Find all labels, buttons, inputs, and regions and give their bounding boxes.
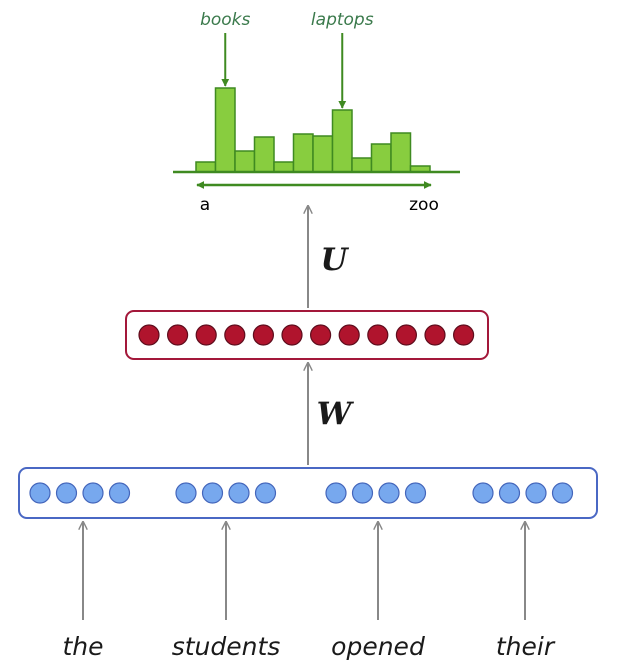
- hidden-neuron: [138, 324, 160, 346]
- axis-end-label: zoo: [409, 195, 439, 215]
- input-neuron: [108, 482, 131, 504]
- input-neuron: [201, 482, 224, 504]
- input-neuron: [228, 482, 250, 504]
- hidden-neuron: [424, 324, 446, 346]
- histogram-bar: [292, 133, 314, 173]
- histogram-bar: [312, 135, 334, 173]
- input-neuron: [351, 482, 374, 504]
- hidden-neuron: [224, 324, 246, 346]
- input-words: the students opened their: [62, 632, 555, 661]
- hidden-neuron: [367, 324, 389, 346]
- callout-label: laptops: [311, 10, 374, 30]
- hidden-layer: [125, 310, 489, 360]
- histogram-bar: [351, 157, 373, 173]
- hidden-neuron: [310, 324, 332, 346]
- hidden-neuron: [195, 324, 217, 346]
- input-neuron: [175, 482, 197, 504]
- input-layer-box: [18, 467, 598, 519]
- word-arrows: [83, 522, 525, 620]
- hidden-neuron: [395, 324, 417, 346]
- histogram-bars: [195, 87, 431, 173]
- hidden-neurons: [138, 324, 475, 346]
- input-neuron: [29, 482, 51, 504]
- hidden-neuron: [338, 324, 360, 346]
- histogram-bar: [195, 161, 217, 173]
- histogram-callouts: books laptops: [200, 10, 374, 109]
- input-neuron: [472, 482, 494, 504]
- word-opened: opened: [331, 632, 425, 661]
- word-students: students: [172, 632, 281, 661]
- word-the: the: [62, 632, 103, 661]
- hidden-layer-box: [125, 310, 489, 360]
- hidden-neuron: [167, 324, 189, 346]
- input-neuron: [551, 482, 574, 504]
- output-distribution-histogram: a zoo books laptops: [173, 10, 460, 215]
- input-neuron: [378, 482, 400, 504]
- input-neuron: [325, 482, 347, 504]
- histogram-bar: [370, 143, 392, 173]
- input-neuron: [254, 482, 277, 504]
- hidden-neuron: [453, 324, 475, 346]
- input-layer: [18, 467, 598, 519]
- input-neuron: [498, 482, 521, 504]
- input-neurons: [29, 482, 574, 504]
- matrix-w-label: W: [317, 396, 355, 432]
- hidden-neuron: [281, 324, 303, 346]
- histogram-bar: [331, 109, 353, 173]
- input-neuron: [55, 482, 78, 504]
- input-neuron: [525, 482, 547, 504]
- word-their: their: [496, 632, 556, 661]
- histogram-bar: [234, 150, 256, 173]
- axis-start-label: a: [200, 195, 210, 215]
- input-neuron: [82, 482, 104, 504]
- input-neuron: [404, 482, 427, 504]
- histogram-bar: [273, 161, 295, 173]
- callout-label: books: [200, 10, 250, 30]
- histogram-bar: [253, 136, 275, 173]
- matrix-u-label: U: [320, 242, 349, 278]
- histogram-bar: [390, 132, 412, 173]
- hidden-neuron: [252, 324, 274, 346]
- histogram-bar: [214, 87, 236, 173]
